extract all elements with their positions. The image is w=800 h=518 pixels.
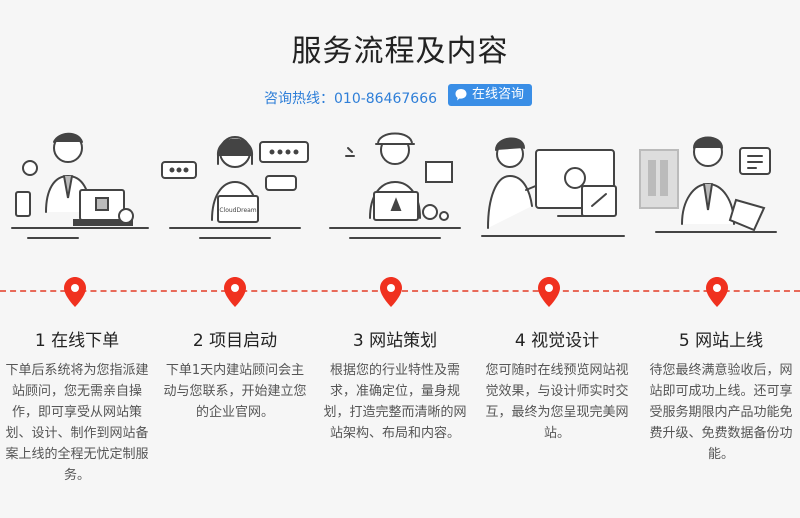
online-consult-button[interactable]: 在线咨询 <box>448 84 533 106</box>
step-description: 根据您的行业特性及需求，准确定位，量身规划，打造完整而清晰的网站架构、布局和内容… <box>323 363 467 441</box>
planning-illustration <box>329 132 461 239</box>
step-title: 5 网站上线 <box>678 331 764 351</box>
step-description: 下单1天内建站顾问会主动与您联系，开始建立您的企业官网。 <box>163 363 307 420</box>
hotline-text: 咨询热线：010-86467666 <box>264 91 438 107</box>
location-pin-icon <box>706 277 728 307</box>
online-consult-label: 在线咨询 <box>472 87 525 102</box>
project-start-illustration: CloudDream <box>161 136 309 239</box>
design-illustration <box>481 137 625 237</box>
step-description: 待您最终满意验收后，网站即可成功上线。还可享受服务期限内产品功能免费升级、免费数… <box>649 363 793 462</box>
step-title: 4 视觉设计 <box>514 331 600 351</box>
step-title: 3 网站策划 <box>352 331 438 351</box>
step-description: 您可随时在线预览网站视觉效果，与设计师实时交互，最终为您呈现完美网站。 <box>485 363 629 441</box>
step-title: 2 项目启动 <box>192 331 278 351</box>
location-pin-icon <box>64 277 86 307</box>
page-title: 服务流程及内容 <box>291 34 509 69</box>
location-pin-icon <box>224 277 246 307</box>
location-pin-icon <box>538 277 560 307</box>
location-pin-icon <box>380 277 402 307</box>
launch-illustration <box>639 136 777 233</box>
laptop-brand-label: CloudDream <box>219 207 256 214</box>
step-title: 1 在线下单 <box>34 331 120 351</box>
step-description: 下单后系统将为您指派建站顾问，您无需亲自操作，即可享受从网站策划、设计、制作到网… <box>5 363 149 483</box>
order-illustration <box>11 132 149 239</box>
chat-bubble-icon <box>454 88 468 102</box>
